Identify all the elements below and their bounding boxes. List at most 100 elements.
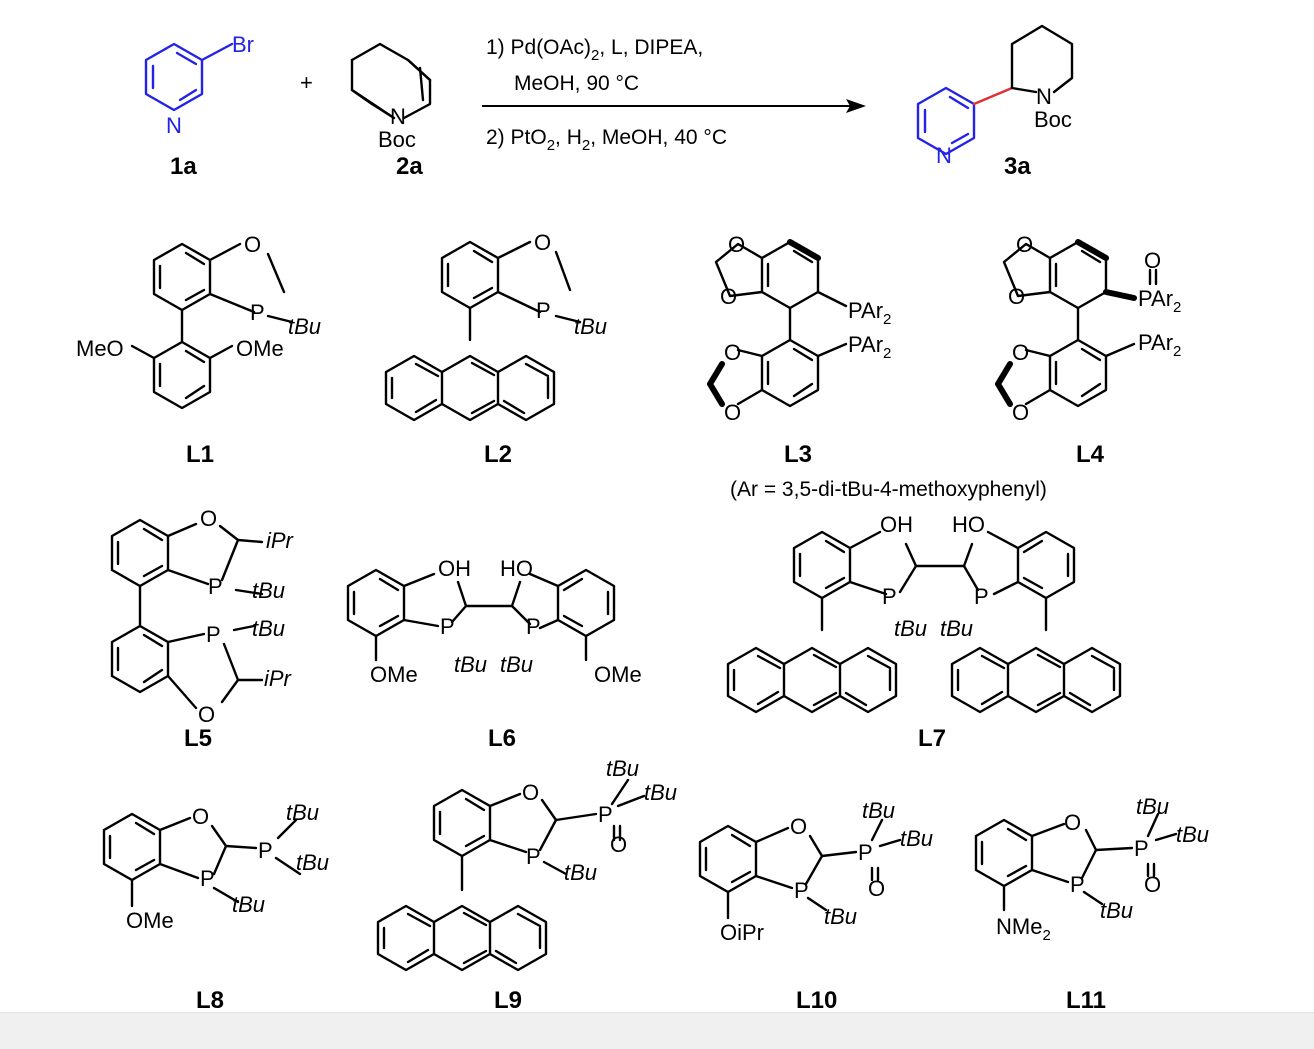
L3-o3: O (724, 340, 741, 365)
ligand-id-L10: L10 (796, 987, 837, 1014)
reaction-conditions: 1) Pd(OAc)2, L, DIPEA, MeOH, 90 °C 2) Pt… (482, 36, 866, 154)
ligand-id-L7: L7 (918, 725, 946, 752)
ligand-id-L11: L11 (1066, 987, 1106, 1014)
arrow-head (846, 99, 866, 113)
L3-par2-top: PAr2 (848, 298, 891, 328)
L5-o1: O (200, 506, 217, 531)
ligand-id-L9: L9 (494, 987, 522, 1014)
L4-o1: O (1016, 232, 1033, 257)
L5-p2: P (206, 622, 221, 647)
L6-ome2: OMe (594, 662, 642, 687)
L11-tbu3: tBu (1100, 898, 1133, 923)
ligand-L6: OH HO P P tBu tBu OMe OMe L6 (346, 556, 642, 752)
L1-meo: MeO (76, 336, 124, 361)
L8-o: O (192, 804, 209, 829)
L11-nme2: NMe2 (996, 914, 1051, 944)
L7-o1: OH (880, 512, 913, 537)
L9-tbu1: tBu (606, 756, 639, 781)
L3-o4: O (724, 400, 741, 425)
L11-o: O (1064, 810, 1081, 835)
condition-step-1-line2: MeOH, 90 °C (514, 72, 639, 95)
L9-o: O (522, 780, 539, 805)
ligand-L5: O iPr P tBu P tBu iPr O L5 (110, 506, 295, 752)
L2-o: O (534, 230, 551, 255)
L10-oipr: OiPr (720, 920, 764, 945)
condition-step-2: 2) PtO2, H2, MeOH, 40 °C (486, 126, 727, 154)
L4-o3: O (1012, 340, 1029, 365)
ligand-id-L2: L2 (484, 441, 512, 468)
L5-p1: P (208, 574, 223, 599)
L1-ome: OMe (236, 336, 284, 361)
L4-oxo: O (1144, 248, 1161, 273)
L5-ipr1: iPr (266, 528, 295, 553)
product-boc-label: Boc (1034, 107, 1072, 132)
condition-step-1: 1) Pd(OAc)2, L, DIPEA, (486, 36, 703, 64)
reactant-1a: Br N 1a (144, 32, 254, 180)
compound-id-2a: 2a (396, 153, 423, 180)
boc-label: Boc (378, 127, 416, 152)
product-3a: N Boc N 3a (916, 24, 1074, 180)
L8-p2: P (200, 866, 215, 891)
L6-tbu1: tBu (454, 652, 487, 677)
L2-p: P (536, 298, 551, 323)
L6-o2: HO (500, 556, 533, 581)
footer-bar (0, 1012, 1314, 1049)
ligand-L1: O P tBu MeO OMe L1 (76, 232, 321, 468)
ligand-L4: O O O O O PAr2 PAr2 L4 (995, 232, 1181, 468)
pyridine-n-label: N (166, 113, 182, 138)
L4-o2: O (1008, 284, 1025, 309)
compound-id-3a: 3a (1004, 153, 1031, 180)
L10-tbu1: tBu (862, 798, 895, 823)
L7-tbu1: tBu (894, 616, 927, 641)
L7-p2: P (974, 584, 989, 609)
L10-tbu2: tBu (900, 826, 933, 851)
L5-tbu1: tBu (252, 578, 285, 603)
plus-sign: + (300, 70, 313, 95)
L8-tbu2: tBu (296, 850, 329, 875)
L8-ome: OMe (126, 908, 174, 933)
L11-tbu2: tBu (1176, 822, 1209, 847)
L9-tbu3: tBu (564, 860, 597, 885)
L5-tbu2: tBu (252, 616, 285, 641)
ligand-L11: O P O P tBu tBu tBu NMe2 L11 (974, 794, 1209, 1014)
ligand-id-L6: L6 (488, 725, 516, 752)
L11-tbu1: tBu (1136, 794, 1169, 819)
L10-tbu3: tBu (824, 904, 857, 929)
ligand-id-L5: L5 (184, 725, 212, 752)
L9-oxo: O (610, 832, 627, 857)
L1-o: O (244, 232, 261, 257)
L11-p1: P (1134, 836, 1149, 861)
ar-definition: (Ar = 3,5-di-tBu-4-methoxyphenyl) (730, 478, 1047, 501)
L4-o4: O (1012, 400, 1029, 425)
L6-p1: P (440, 614, 455, 639)
L6-tbu2: tBu (500, 652, 533, 677)
L4-par2-top: PAr2 (1138, 286, 1181, 316)
product-pyridine-n: N (936, 143, 952, 168)
L6-ome1: OMe (370, 662, 418, 687)
L10-oxo: O (868, 876, 885, 901)
ligand-id-L1: L1 (186, 441, 214, 468)
L8-tbu3: tBu (232, 892, 265, 917)
compound-id-1a: 1a (170, 153, 197, 180)
ligand-L8: O P P tBu tBu tBu OMe L8 (102, 800, 329, 1014)
L2-tbu: tBu (574, 314, 607, 339)
L9-p2: P (526, 844, 541, 869)
L3-o1: O (728, 232, 745, 257)
ligand-id-L8: L8 (196, 987, 224, 1014)
reactant-2a: N Boc 2a (350, 42, 432, 180)
L3-par2-bottom: PAr2 (848, 332, 891, 362)
ligand-id-L3: L3 (784, 441, 812, 468)
L5-ipr2: iPr (264, 666, 293, 691)
ligand-L9: O P O P tBu tBu tBu L9 (376, 756, 677, 1014)
L7-tbu2: tBu (940, 616, 973, 641)
ligand-L7: OH HO P P tBu tBu L7 (726, 512, 1122, 752)
L7-o2: HO (952, 512, 985, 537)
n-label: N (390, 104, 406, 129)
L3-o2: O (720, 284, 737, 309)
L1-tbu: tBu (288, 314, 321, 339)
L9-tbu2: tBu (644, 780, 677, 805)
L5-o2: O (198, 702, 215, 727)
L11-p2: P (1070, 872, 1085, 897)
ligand-L2: O P tBu L2 (384, 230, 607, 468)
